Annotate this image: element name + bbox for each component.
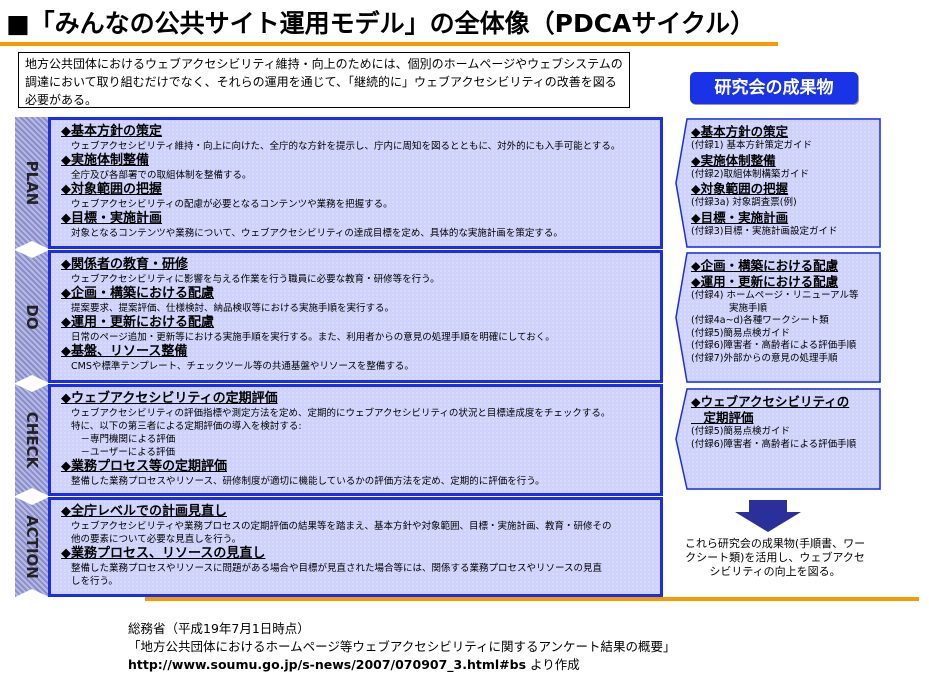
phase-item-description: 日常のページ追加・更新等における実施手順を実行する。また、利用者からの意見の処理… — [71, 332, 555, 343]
output-panel: ◆ウェブアクセシビリティの 定期評価(付録5)簡易点検ガイド(付録6)障害者・高… — [675, 388, 881, 490]
output-appendix: (付録5)簡易点検ガイド — [691, 327, 790, 339]
phase-item-description: ウェブアクセシビリティの配慮が必要となるコンテンツや業務を把握する。 — [71, 199, 393, 210]
phase-item-description: －ユーザーによる評価 — [71, 447, 176, 458]
output-heading: 定期評価 — [691, 410, 754, 425]
output-panel-border — [675, 118, 881, 248]
phase-item-heading: ◆業務プロセス等の定期評価 — [61, 459, 227, 474]
phase-item-description: 全庁及び各部署での取組体制を整備する。 — [71, 170, 252, 181]
down-arrow-icon — [735, 500, 801, 532]
output-panel-content: ◆基本方針の策定(付録1) 基本方針策定ガイド◆実施体制整備(付録2)取組体制構… — [675, 118, 881, 238]
output-panel: ◆基本方針の策定(付録1) 基本方針策定ガイド◆実施体制整備(付録2)取組体制構… — [675, 118, 881, 248]
phase-item-description: 他の要素について必要な見直しを行う。 — [71, 534, 242, 545]
phase-item-heading: ◆全庁レベルでの計画見直し — [61, 504, 227, 519]
phase-label-strip: PLAN — [15, 117, 49, 249]
phase-item-heading: ◆業務プロセス、リソースの見直し — [61, 546, 266, 561]
phase-item-description: ウェブアクセシビリティや業務プロセスの定期評価の結果等を踏まえ、基本方針や対象範… — [71, 521, 612, 532]
phase-item-description: ウェブアクセシビリティ維持・向上に向けた、全庁的な方針を提示し、庁内に周知を図る… — [71, 141, 621, 152]
source-title: 「地方公共団体におけるホームページ等ウェブアクセシビリティに関するアンケート結果… — [128, 639, 676, 654]
output-heading: ◆運用・更新における配慮 — [691, 274, 839, 289]
source-url[interactable]: http://www.soumu.go.jp/s-news/2007/07090… — [128, 657, 527, 672]
phase-item-heading: ◆基本方針の策定 — [61, 124, 162, 139]
output-appendix: (付録5)簡易点検ガイド — [691, 426, 790, 437]
source-org: 総務省（平成19年7月1日時点） — [128, 621, 310, 636]
phase-item-heading: ◆企画・構築における配慮 — [61, 286, 214, 301]
outputs-badge: 研究会の成果物 — [690, 72, 858, 104]
phase-item-description: 提案要求、提案評価、仕様検討、納品検収等における実施手順を実行する。 — [71, 303, 395, 314]
phase-item-heading: ◆関係者の教育・研修 — [61, 257, 188, 272]
phase-item-heading: ◆対象範囲の把握 — [61, 182, 162, 197]
output-appendix: (付録6)障害者・高齢者による評価手順 — [691, 438, 857, 450]
output-heading: ◆基本方針の策定 — [691, 124, 789, 139]
phase-panel-plan: ◆基本方針の策定ウェブアクセシビリティ維持・向上に向けた、全庁的な方針を提示し、… — [48, 117, 663, 249]
output-appendix: 実施手順 — [691, 302, 768, 314]
output-appendix: (付録7)外部からの意見の処理手順 — [691, 352, 838, 364]
output-panel: ◆企画・構築における配慮◆運用・更新における配慮(付録4) ホームページ・リニュ… — [675, 252, 881, 383]
phase-label-strip: ACTION — [15, 497, 49, 597]
output-heading: ◆目標・実施計画 — [691, 209, 789, 225]
phase-item-description: ウェブアクセシビリティに影響を与える作業を行う職員に必要な教育・研修等を行う。 — [71, 274, 440, 285]
output-heading: ◆対象範囲の把握 — [691, 181, 789, 196]
intro-box: 地方公共団体におけるウェブアクセシビリティ維持・向上のためには、個別のホームペー… — [18, 52, 630, 108]
output-heading: ◆企画・構築における配慮 — [691, 258, 839, 273]
output-heading: ◆ウェブアクセシビリティの — [691, 394, 850, 409]
phase-item-description: 整備した業務プロセスやリソース、研修制度が適切に機能しているかの評価方法を定め、… — [71, 476, 545, 487]
phase-item-heading: ◆ウェブアクセシビリティの定期評価 — [61, 391, 278, 406]
output-appendix: (付録4a~d)各種ワークシート類 — [691, 315, 829, 326]
output-appendix: (付録3a) 対象調査票(例) — [691, 197, 797, 208]
output-panel-content: ◆ウェブアクセシビリティの 定期評価(付録5)簡易点検ガイド(付録6)障害者・高… — [675, 388, 881, 451]
phase-item-description: ウェブアクセシビリティの評価指標や測定方法を定め、定期的にウェブアクセシビリティ… — [71, 408, 611, 419]
phase-label: ACTION — [23, 515, 41, 579]
phase-item-heading: ◆目標・実施計画 — [61, 211, 162, 226]
output-appendix: (付録4) ホームページ・リニューアル等 — [691, 290, 859, 301]
phase-item-description: 対象となるコンテンツや業務について、ウェブアクセシビリティの達成目標を定め、具体… — [71, 228, 563, 239]
phase-label: PLAN — [23, 160, 41, 206]
phase-item-heading: ◆運用・更新における配慮 — [61, 315, 214, 330]
phase-item-heading: ◆基盤、リソース整備 — [61, 344, 188, 359]
phase-label-strip: CHECK — [15, 384, 49, 496]
phase-label: DO — [23, 303, 41, 330]
phase-item-description: 特に、以下の第三者による定期評価の導入を検討する: — [71, 421, 302, 432]
phase-item-heading: ◆実施体制整備 — [61, 153, 149, 168]
phase-item-description: 整備した業務プロセスやリソースに問題がある場合や目標が見直された場合等には、関係… — [71, 563, 603, 574]
output-panel-border — [675, 388, 881, 490]
phase-label: CHECK — [23, 411, 41, 469]
phase-panel-action: ◆全庁レベルでの計画見直しウェブアクセシビリティや業務プロセスの定期評価の結果等… — [48, 497, 663, 597]
output-heading: ◆実施体制整備 — [691, 152, 776, 168]
bottom-rule — [145, 597, 919, 601]
page-title: ■「みんなの公共サイト運用モデル」の全体像（PDCAサイクル） — [6, 9, 756, 38]
output-appendix: (付録1) 基本方針策定ガイド — [691, 140, 812, 151]
phase-item-description: しを行う。 — [71, 576, 118, 587]
phase-panel-check: ◆ウェブアクセシビリティの定期評価ウェブアクセシビリティの評価指標や測定方法を定… — [48, 384, 663, 496]
source-suffix: より作成 — [526, 657, 580, 672]
output-appendix: (付録3)目標・実施計画設定ガイド — [691, 225, 838, 237]
outputs-usage-note: これら研究会の成果物(手順書、ワークシート類)を活用し、ウェブアクセシビリティの… — [684, 537, 866, 578]
output-panel-border — [675, 252, 881, 383]
phase-label-strip: DO — [15, 250, 49, 383]
output-panel-content: ◆企画・構築における配慮◆運用・更新における配慮(付録4) ホームページ・リニュ… — [675, 252, 881, 365]
output-appendix: (付録6)障害者・高齢者による評価手順 — [691, 340, 857, 351]
source-footer: 総務省（平成19年7月1日時点） 「地方公共団体におけるホームページ等ウェブアク… — [128, 620, 676, 674]
output-appendix: (付録2)取組体制構築ガイド — [691, 168, 809, 180]
title-underline — [0, 42, 778, 46]
phase-panel-do: ◆関係者の教育・研修ウェブアクセシビリティに影響を与える作業を行う職員に必要な教… — [48, 250, 663, 383]
phase-item-description: CMSや標準テンプレート、チェックツール等の共通基盤やリソースを整備する。 — [71, 361, 414, 372]
phase-item-description: －専門機関による評価 — [71, 434, 176, 445]
